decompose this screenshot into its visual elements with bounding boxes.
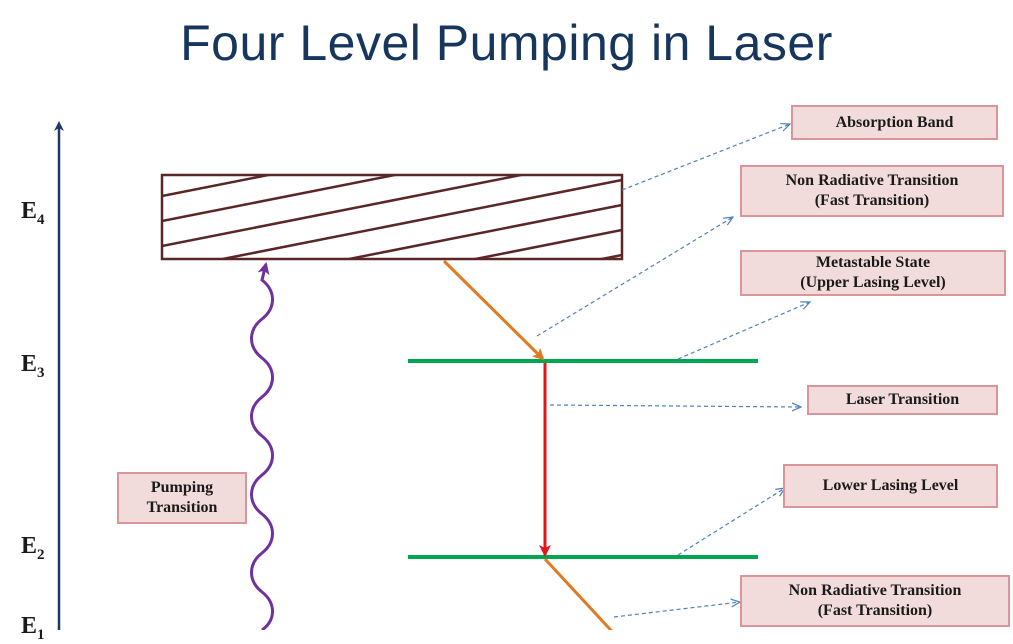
pointer-absorption-band <box>621 124 790 191</box>
label-e3: E3 <box>21 351 45 381</box>
energy-level-diagram <box>54 121 1013 630</box>
absorption-band-label: Absorption Band <box>791 105 998 140</box>
pointer-lower-lasing-level <box>677 488 785 556</box>
metastable-state-label: Metastable State (Upper Lasing Level) <box>740 250 1006 296</box>
absorption-band <box>162 175 622 259</box>
page-title: Four Level Pumping in Laser <box>180 15 833 71</box>
non-radiative-line-lower <box>543 557 613 630</box>
pointer-non-radiative-upper <box>536 217 733 337</box>
label-e4: E4 <box>21 198 45 228</box>
lower-lasing-level-label: Lower Lasing Level <box>783 464 998 508</box>
non-radiative-lower-label: Non Radiative Transition (Fast Transitio… <box>740 575 1010 627</box>
pointer-non-radiative-lower <box>613 602 740 618</box>
absorption-band-outline <box>160 173 624 261</box>
label-e1: E1 <box>21 613 45 643</box>
pointer-metastable-state <box>677 302 810 360</box>
pointer-laser-transition <box>549 405 801 407</box>
laser-transition-label: Laser Transition <box>807 385 998 415</box>
non-radiative-arrow-upper <box>442 259 545 361</box>
pumping-wave <box>250 262 274 630</box>
non-radiative-upper-label: Non Radiative Transition (Fast Transitio… <box>740 165 1004 217</box>
pumping-transition-label: Pumping Transition <box>117 472 247 524</box>
label-e2: E2 <box>21 533 45 563</box>
